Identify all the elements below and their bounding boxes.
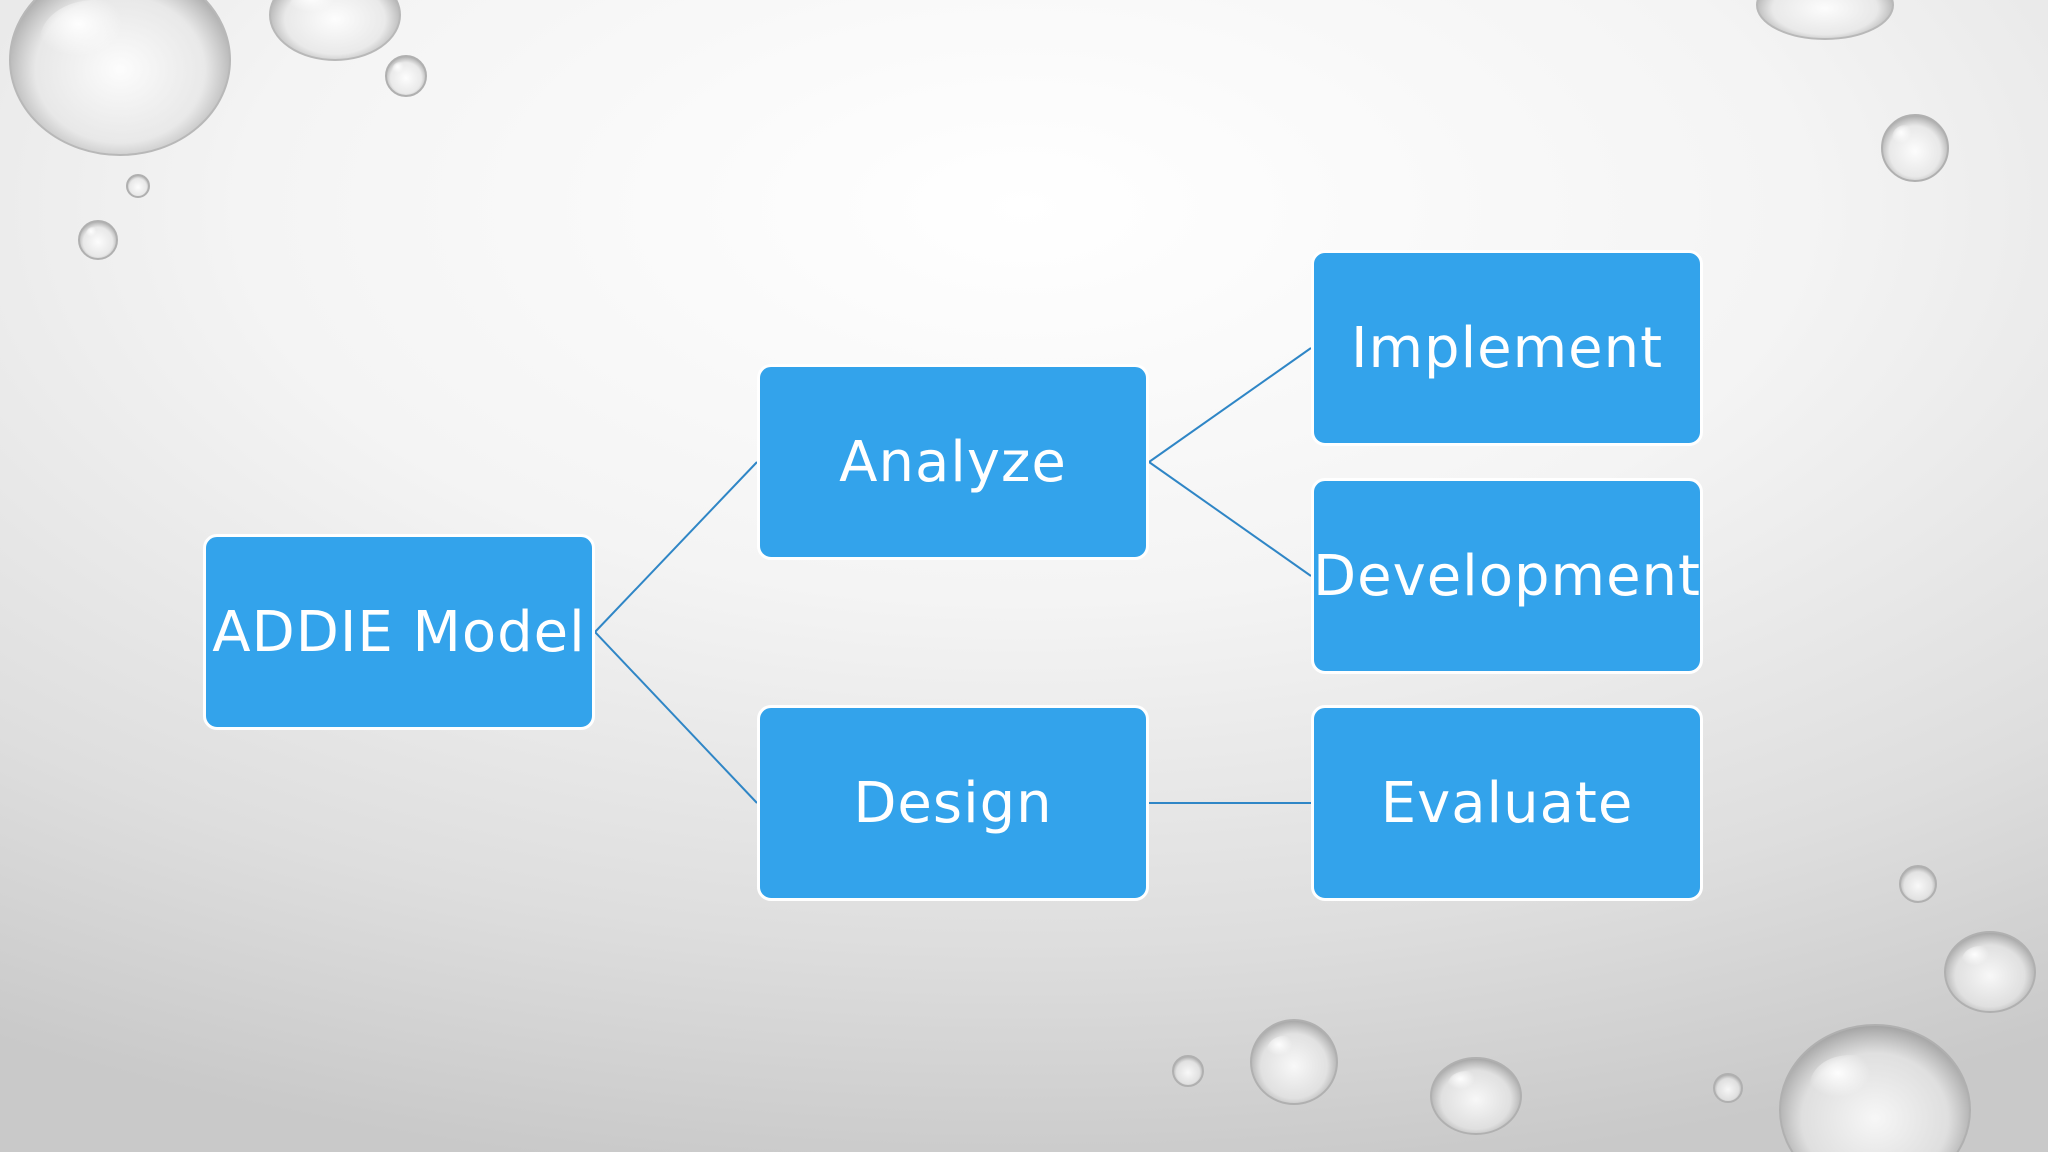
connector-analyze-implement (1148, 347, 1312, 463)
node-label: Design (853, 770, 1053, 836)
connector-addie-analyze (594, 461, 758, 633)
droplet (9, 0, 231, 156)
droplet (1713, 1073, 1743, 1103)
node-development: Development (1311, 478, 1703, 674)
droplet (1172, 1055, 1204, 1087)
node-label: ADDIE Model (212, 599, 586, 665)
node-evaluate: Evaluate (1311, 705, 1703, 901)
node-addie-model: ADDIE Model (203, 534, 595, 730)
droplet (1756, 0, 1894, 40)
node-design: Design (757, 705, 1149, 901)
connector-addie-design (594, 631, 758, 804)
droplet (126, 174, 150, 198)
node-label: Development (1313, 543, 1701, 609)
droplet (1881, 114, 1949, 182)
droplet (78, 220, 118, 260)
connector-analyze-development (1148, 461, 1312, 577)
node-analyze: Analyze (757, 364, 1149, 560)
droplet (1899, 865, 1937, 903)
node-implement: Implement (1311, 250, 1703, 446)
droplet (385, 55, 427, 97)
droplet (1779, 1024, 1971, 1152)
droplet (1944, 931, 2036, 1013)
droplet (269, 0, 401, 61)
droplet (1430, 1057, 1522, 1135)
node-label: Evaluate (1380, 770, 1634, 836)
node-label: Analyze (839, 429, 1067, 495)
node-label: Implement (1350, 315, 1664, 381)
droplet (1250, 1019, 1338, 1105)
